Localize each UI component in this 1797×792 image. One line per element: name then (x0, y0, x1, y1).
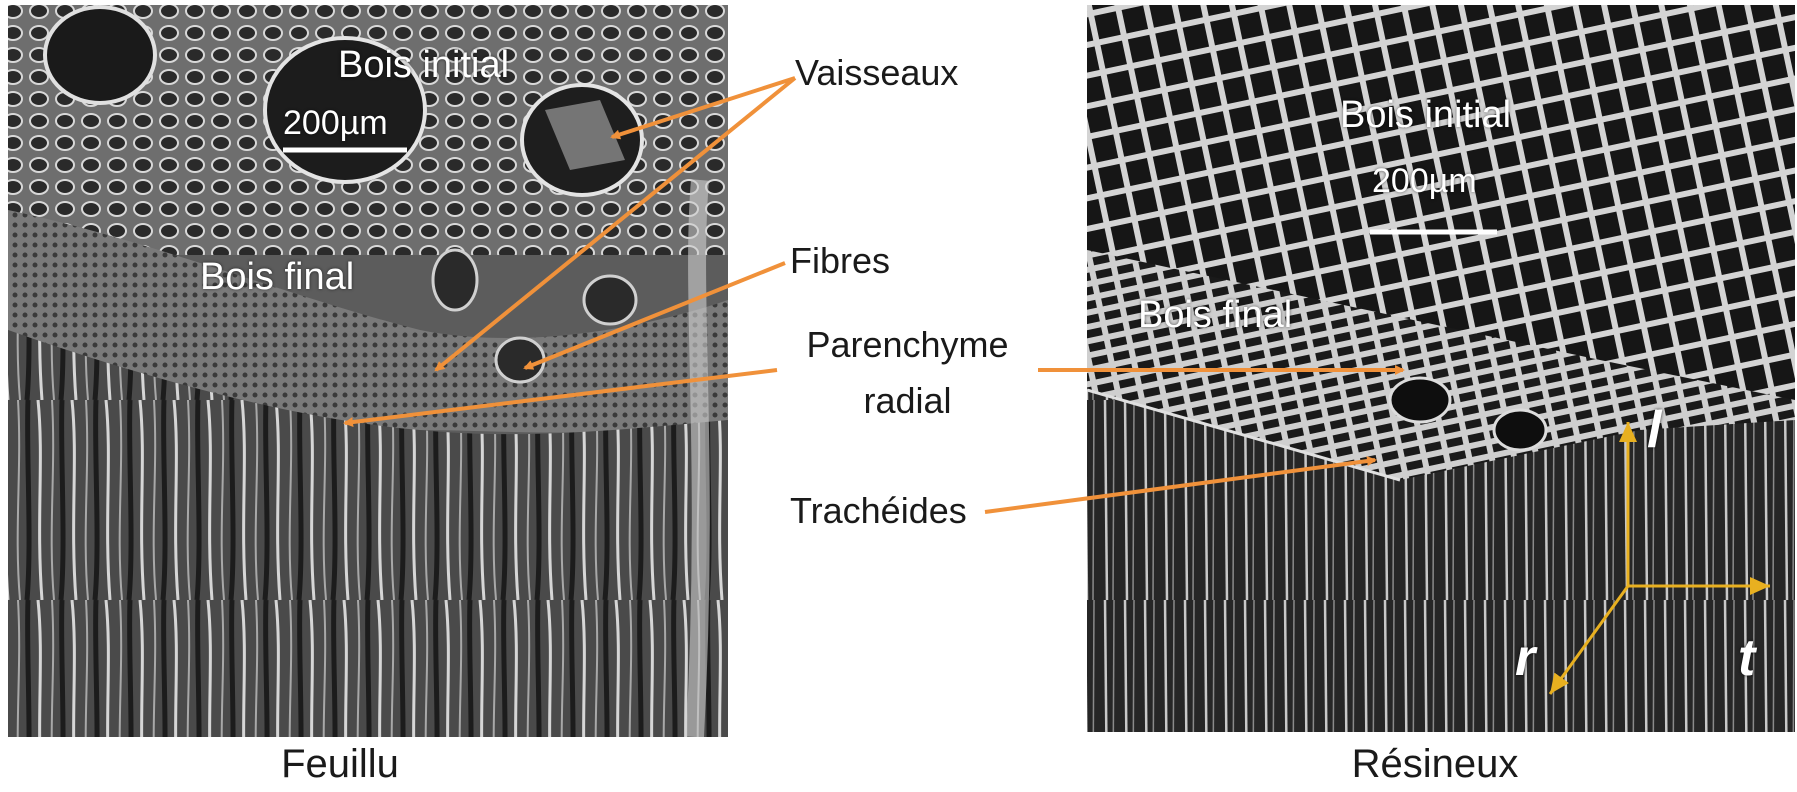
fibres-label: Fibres (790, 238, 890, 284)
right-bois-final-label: Bois final (1138, 294, 1292, 337)
right-bois-initial-label: Bois initial (1340, 94, 1511, 137)
axis-r-label: r (1515, 628, 1535, 688)
parenchyme-label: Parenchyme radial (790, 322, 1025, 424)
right-scale-label: 200µm (1372, 162, 1477, 201)
parenchyme-line-1: Parenchyme (790, 322, 1025, 368)
resineux-caption: Résineux (1335, 742, 1535, 787)
axis-l-label: l (1647, 400, 1661, 460)
left-scale-label: 200µm (283, 104, 388, 143)
parenchyme-line-2: radial (790, 378, 1025, 424)
feuillu-caption: Feuillu (260, 742, 420, 787)
axis-t-label: t (1738, 628, 1755, 688)
left-bois-initial-label: Bois initial (338, 44, 509, 87)
tracheides-label: Trachéides (790, 488, 967, 534)
vaisseaux-label: Vaisseaux (795, 50, 958, 96)
left-bois-final-label: Bois final (200, 256, 354, 299)
